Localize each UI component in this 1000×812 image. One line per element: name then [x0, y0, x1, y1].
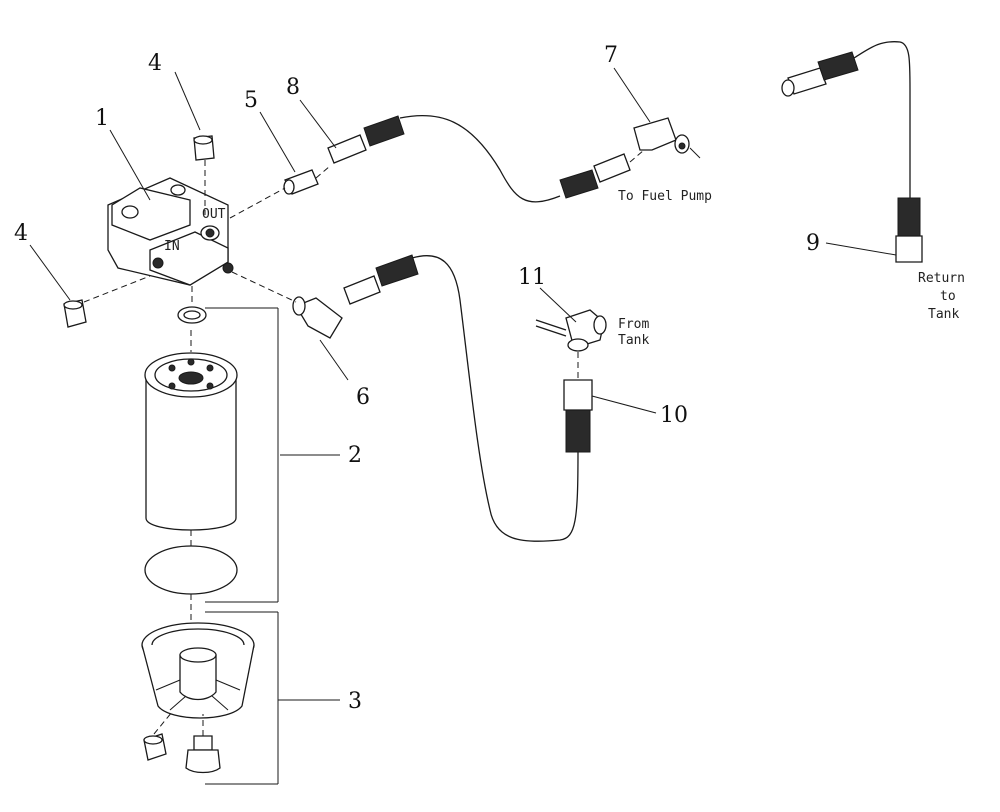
leader-7: [613, 67, 651, 123]
plug-left: [63, 299, 87, 328]
filter-bowl: [141, 622, 255, 774]
callout-4-top: 4: [148, 51, 162, 76]
callout-2: 2: [348, 443, 362, 468]
callout-7: 7: [604, 43, 618, 68]
label-return-line3: Tank: [928, 307, 959, 322]
callout-8: 8: [286, 75, 300, 100]
tee-11: [535, 309, 607, 352]
elbow-6: [292, 296, 343, 339]
bracket-part-3: [205, 611, 279, 785]
fitting-5: [283, 169, 319, 195]
filter-cartridge: [144, 286, 238, 622]
callout-1: 1: [95, 106, 109, 131]
leader-9: [825, 242, 897, 256]
leader-10: [591, 395, 657, 414]
return-hose: [781, 41, 923, 263]
bracket-part-2: [205, 307, 279, 603]
leader-5: [259, 111, 296, 173]
callout-6: 6: [356, 385, 370, 410]
label-return-line1: Return: [918, 271, 965, 286]
label-from-tank-line2: Tank: [618, 333, 649, 348]
leader-4-left: [29, 244, 71, 301]
leader-8: [299, 99, 337, 149]
elbow-7: [633, 117, 690, 154]
leader-1: [109, 129, 151, 201]
head-in-mark: IN: [164, 239, 180, 254]
callout-4-left: 4: [14, 221, 28, 246]
callout-9: 9: [806, 231, 820, 256]
label-return-line2: to: [940, 289, 956, 304]
fuel-pump-hose: [327, 114, 631, 203]
callout-3: 3: [348, 689, 362, 714]
leader-11: [539, 287, 577, 323]
callout-5: 5: [244, 88, 258, 113]
leader-4-top: [174, 71, 201, 131]
head-out-mark: OUT: [202, 207, 226, 222]
from-tank-hose: [343, 254, 593, 542]
callout-11: 11: [518, 265, 546, 290]
plug-top: [193, 135, 215, 161]
callout-10: 10: [660, 403, 688, 428]
label-to-fuel-pump: To Fuel Pump: [618, 189, 712, 204]
leader-6: [319, 339, 349, 381]
label-from-tank-line1: From: [618, 317, 649, 332]
filter-head: IN OUT: [107, 177, 234, 286]
